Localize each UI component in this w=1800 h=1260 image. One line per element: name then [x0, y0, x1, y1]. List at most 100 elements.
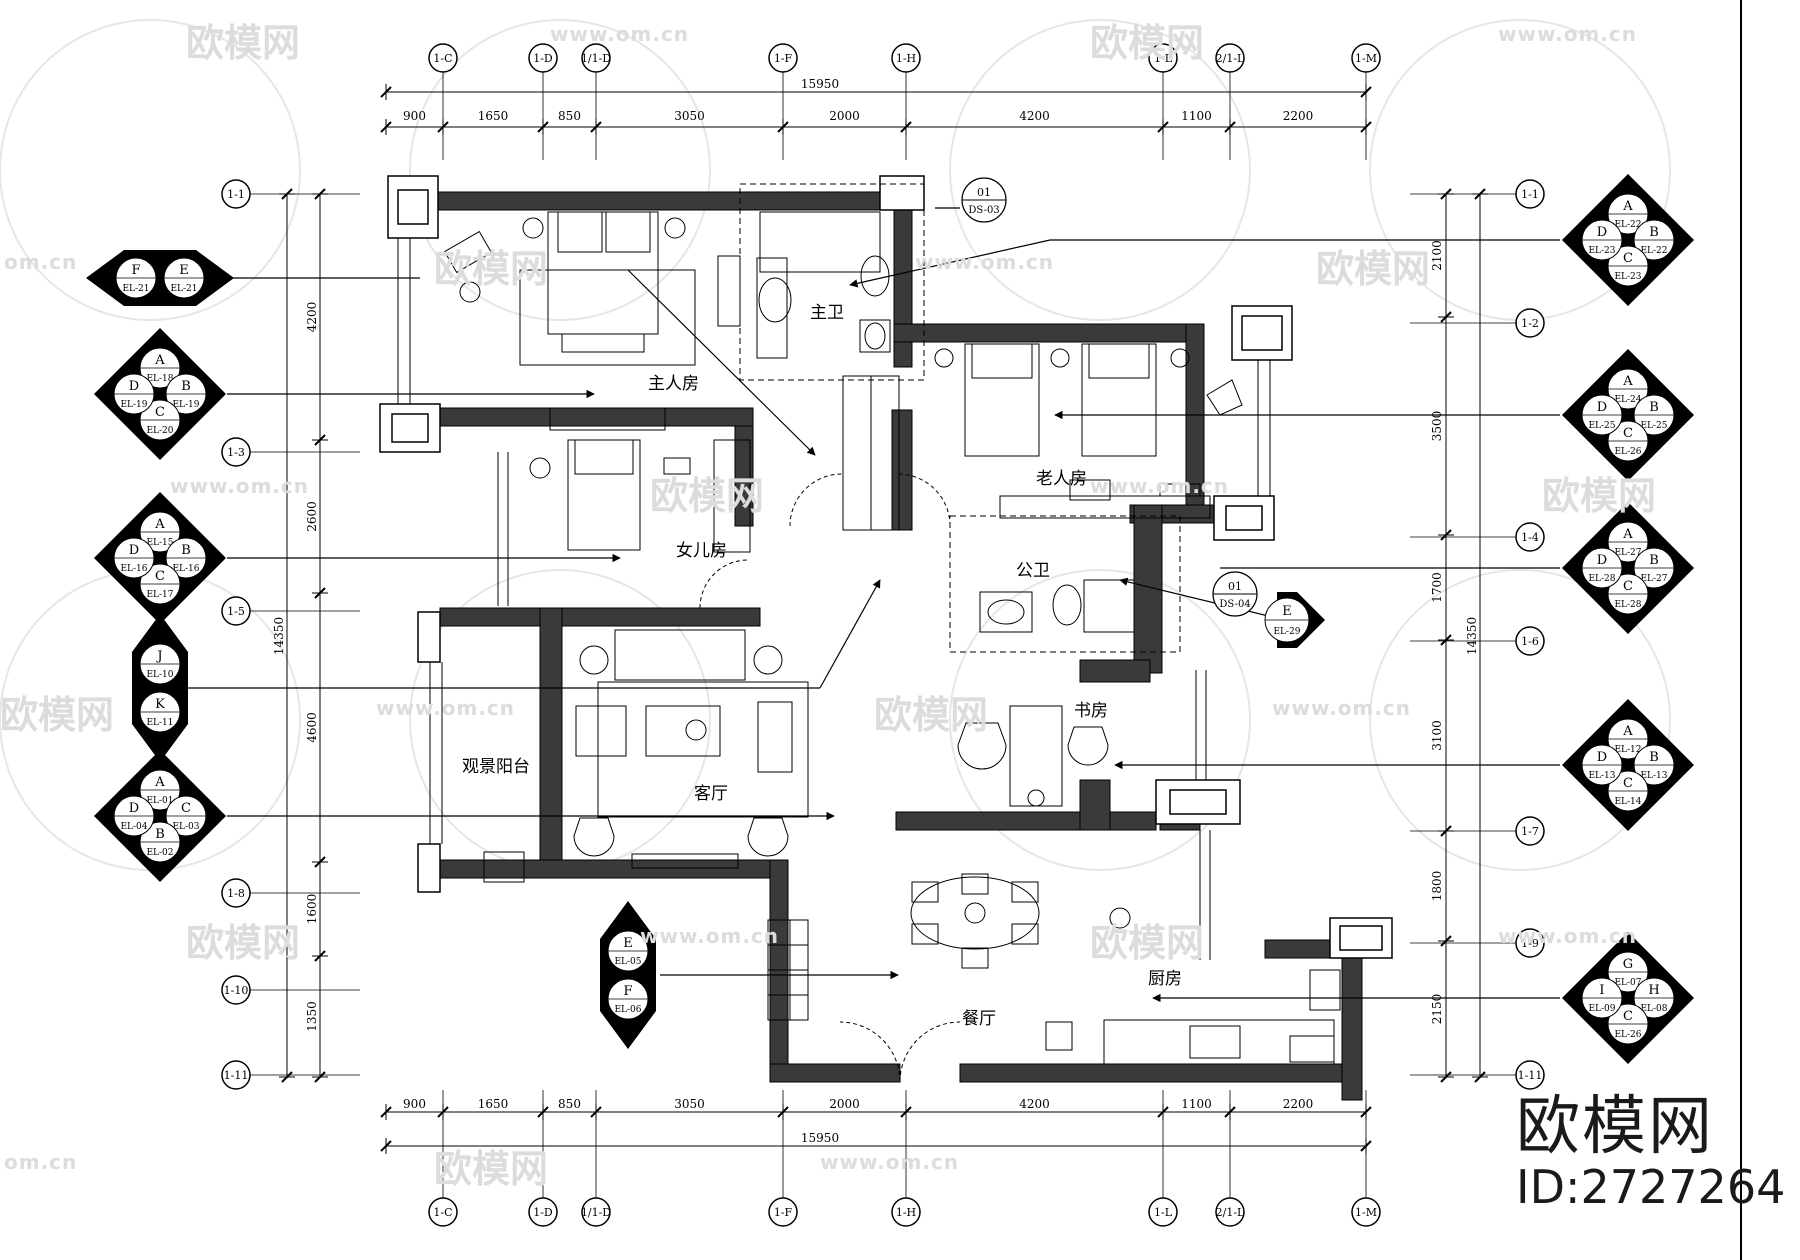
elevation-code: EL-17 — [146, 590, 173, 600]
furniture — [443, 211, 1341, 1065]
elevation-letter: E — [1282, 604, 1292, 619]
elevation-letter: D — [1597, 553, 1607, 568]
watermark-brand-ghost: 欧模网 — [434, 1147, 549, 1191]
grid-bubble-label: 1/1-D — [581, 52, 611, 65]
watermark-brand-ghost: 欧模网 — [1090, 921, 1205, 965]
elevation-code: EL-24 — [1614, 395, 1641, 405]
dimension-segment-label: 1650 — [478, 109, 509, 123]
elevation-letter: C — [155, 569, 165, 584]
detail-tag-number: 01 — [1228, 580, 1242, 593]
elevation-letter: E — [623, 936, 633, 951]
watermark-brand-ghost: 欧模网 — [650, 474, 765, 518]
elevation-code: EL-10 — [146, 670, 173, 680]
elevation-code: EL-06 — [614, 1005, 641, 1015]
grid-bubble: 1/1-D — [581, 1197, 611, 1227]
elevation-letter: C — [1623, 251, 1633, 266]
grid-bubble-label: 1-C — [433, 52, 452, 65]
elevation-letter: D — [1597, 750, 1607, 765]
elevation-letter: B — [1649, 553, 1659, 568]
grid-bubbles: 1-C1-C1-D1-D1/1-D1/1-D1-F1-F1-H1-H1-L1-L… — [221, 43, 1545, 1227]
grid-bubble: 1/1-D — [581, 43, 611, 73]
detail-tag-ds04: 01 DS-04 — [1212, 571, 1258, 617]
watermark-brand-ghost: 欧模网 — [874, 693, 989, 737]
room-living-room: 客厅 — [694, 784, 728, 804]
grid-bubble: 1-3 — [221, 437, 251, 467]
elevation-letter: I — [1599, 983, 1604, 998]
dimension-segment-label: 900 — [403, 1097, 426, 1111]
grid-bubble: 2/1-L — [1215, 43, 1245, 73]
dimension-segment-label: 1350 — [305, 1001, 319, 1032]
watermark-url: www.om.cn — [1272, 696, 1412, 720]
room-daughter-room: 女儿房 — [676, 541, 727, 561]
elevation-letter: A — [154, 517, 165, 532]
grid-bubble-label: 1-C — [433, 1206, 452, 1219]
elevation-letter: C — [181, 801, 191, 816]
elevation-code: EL-28 — [1588, 574, 1615, 584]
watermark-brand: 欧模网 — [1516, 1090, 1714, 1164]
grid-bubble-label: 1-6 — [1521, 635, 1539, 648]
room-labels: 主人房 主卫 老人房 女儿房 公卫 书房 客厅 观景阳台 餐厅 厨房 — [462, 303, 1182, 1029]
dimension-segment-label: 2600 — [305, 501, 319, 532]
grid-bubble-label: 1/1-D — [581, 1206, 611, 1219]
elevation-letter: C — [1623, 426, 1633, 441]
dimension-total-label: 14350 — [272, 617, 286, 655]
dimension-segment-label: 850 — [558, 109, 581, 123]
detail-tag-sheet: DS-04 — [1219, 599, 1250, 610]
grid-bubble-label: 1-9 — [1521, 937, 1539, 950]
dimension-segment-label: 850 — [558, 1097, 581, 1111]
elevation-code: EL-25 — [1640, 421, 1667, 431]
elevation-code: EL-05 — [614, 957, 641, 967]
dimension-total-label: 14350 — [1465, 617, 1479, 655]
watermark-url: www.om.cn — [1498, 924, 1638, 948]
watermark-url: www.om.cn — [1090, 474, 1230, 498]
elevation-letter: E — [179, 263, 189, 278]
elevation-letter: C — [1623, 579, 1633, 594]
grid-bubble-label: 1-F — [774, 1206, 793, 1219]
elevation-code: EL-03 — [172, 822, 199, 832]
dimension-segment-label: 2200 — [1283, 109, 1314, 123]
dimension-segment-label: 1100 — [1181, 109, 1212, 123]
grid-bubble: 1-M — [1351, 1197, 1381, 1227]
grid-bubble: 1-H — [891, 43, 921, 73]
watermark-url: om.cn — [4, 1150, 78, 1174]
dimension-segment-label: 1650 — [478, 1097, 509, 1111]
elevation-letter: H — [1648, 983, 1659, 998]
dimension-segment-label: 2150 — [1430, 994, 1444, 1025]
watermark-brand-ghost: 欧模网 — [1542, 474, 1657, 518]
grid-bubble: 2/1-L — [1215, 1197, 1245, 1227]
grid-bubble: 1-9 — [1515, 928, 1545, 958]
watermark-brand-ghost: 欧模网 — [1316, 247, 1431, 291]
grid-bubble: 1-H — [891, 1197, 921, 1227]
grid-bubble: 1-D — [528, 43, 558, 73]
grid-bubble: 1-2 — [1515, 308, 1545, 338]
dimension-segment-label: 900 — [403, 109, 426, 123]
watermark-url: www.om.cn — [640, 924, 780, 948]
grid-bubble-label: 1-3 — [227, 446, 245, 459]
elevation-code: EL-04 — [120, 822, 147, 832]
elevation-code: EL-13 — [1588, 771, 1615, 781]
dimension-lines — [279, 84, 1488, 1154]
grid-bubble: 1-F — [768, 1197, 798, 1227]
elevation-code: EL-22 — [1640, 246, 1667, 256]
elevation-code: EL-01 — [146, 796, 173, 806]
elevation-marker: EEL-29 — [1264, 592, 1325, 648]
elevation-code: EL-12 — [1614, 745, 1641, 755]
dimension-segment-label: 3500 — [1430, 411, 1444, 442]
elevation-letter: D — [129, 543, 139, 558]
room-kitchen: 厨房 — [1148, 969, 1182, 989]
dimension-segment-label: 4200 — [1019, 1097, 1050, 1111]
grid-bubble-label: 1-D — [533, 1206, 553, 1219]
grid-bubble-label: 1-D — [533, 52, 553, 65]
bathroom-zones — [739, 183, 1181, 653]
elevation-code: EL-25 — [1588, 421, 1615, 431]
dimension-segment-label: 1600 — [305, 894, 319, 925]
walls — [427, 191, 1363, 1101]
dimension-segment-label: 4200 — [1019, 109, 1050, 123]
elevation-letter: B — [181, 543, 191, 558]
